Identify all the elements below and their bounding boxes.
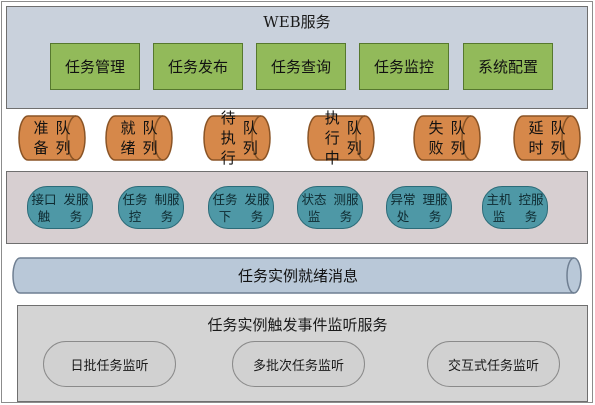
module-task-query: 任务查询 [256, 43, 346, 90]
queue-cylinder-shape [203, 115, 271, 161]
queue-cylinder-shape [513, 115, 581, 161]
queue-running: 执行中队列 [307, 109, 377, 167]
queue-pending: 待执行队列 [203, 109, 273, 167]
listener-multi-batch: 多批次任务监听 [232, 341, 365, 387]
queue-label: 执行中队列 [324, 109, 362, 167]
module-task-monitor: 任务监控 [359, 43, 449, 90]
worker-interface-trigger: 接口触发服务 [27, 186, 93, 229]
module-task-publish: 任务发布 [153, 43, 243, 90]
queue-label: 就绪队列 [120, 119, 158, 157]
queue-label: 待执行队列 [220, 109, 258, 167]
worker-task-control: 任务控制服务 [118, 186, 184, 229]
message-cylinder-shape [12, 257, 582, 294]
worker-task-dispatch: 任务下发服务 [208, 186, 274, 229]
listener-interactive: 交互式任务监听 [427, 341, 560, 387]
listener-service-title: 任务实例触发事件监听服务 [207, 316, 388, 334]
worker-exception-handler: 异常处理服务 [386, 186, 452, 229]
queue-cylinder-shape [307, 115, 375, 161]
queue-label: 延时队列 [528, 119, 566, 157]
worker-status-monitor: 状态监测服务 [297, 186, 363, 229]
queue-ready: 就绪队列 [105, 115, 175, 161]
web-service-title: WEB服务 [263, 13, 331, 31]
listener-daily-batch: 日批任务监听 [43, 341, 176, 387]
module-system-config: 系统配置 [463, 43, 553, 90]
queue-label: 失败队列 [428, 119, 466, 157]
queue-prepare: 准备队列 [18, 115, 88, 161]
queue-label: 准备队列 [33, 119, 71, 157]
queue-cylinder-shape [413, 115, 481, 161]
message-queue-label: 任务实例就绪消息 [237, 267, 358, 285]
queue-failed: 失败队列 [413, 115, 483, 161]
module-task-management: 任务管理 [50, 43, 140, 90]
message-queue: 任务实例就绪消息 [12, 257, 584, 294]
queue-cylinder-shape [18, 115, 86, 161]
worker-host-monitor: 主机监控服务 [482, 186, 548, 229]
queue-cylinder-shape [105, 115, 173, 161]
queue-delayed: 延时队列 [513, 115, 583, 161]
